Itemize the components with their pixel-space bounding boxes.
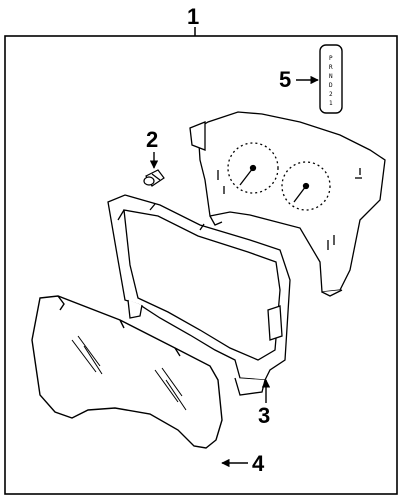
indicator-letter: 1	[329, 100, 333, 107]
callout-1: 1	[187, 4, 199, 29]
indicator-letter: 2	[329, 91, 333, 98]
indicator-letter: R	[329, 64, 333, 71]
callout-4: 4	[252, 451, 265, 476]
tachometer-gauge	[281, 161, 331, 211]
cluster-bezel	[107, 194, 291, 396]
callout-5: 5	[279, 67, 291, 92]
instrument-cluster	[189, 111, 386, 297]
callout-3: 3	[258, 403, 270, 428]
callout-2: 2	[146, 127, 158, 152]
indicator-letter: P	[329, 55, 333, 62]
speedometer-gauge	[227, 142, 279, 194]
cluster-lens	[31, 295, 223, 449]
indicator-letter: N	[329, 73, 333, 80]
bulb-socket	[143, 169, 165, 187]
diagram-frame	[4, 35, 398, 495]
prnd21-indicator: P R N D 2 1	[319, 44, 343, 114]
indicator-letter: D	[329, 82, 333, 89]
